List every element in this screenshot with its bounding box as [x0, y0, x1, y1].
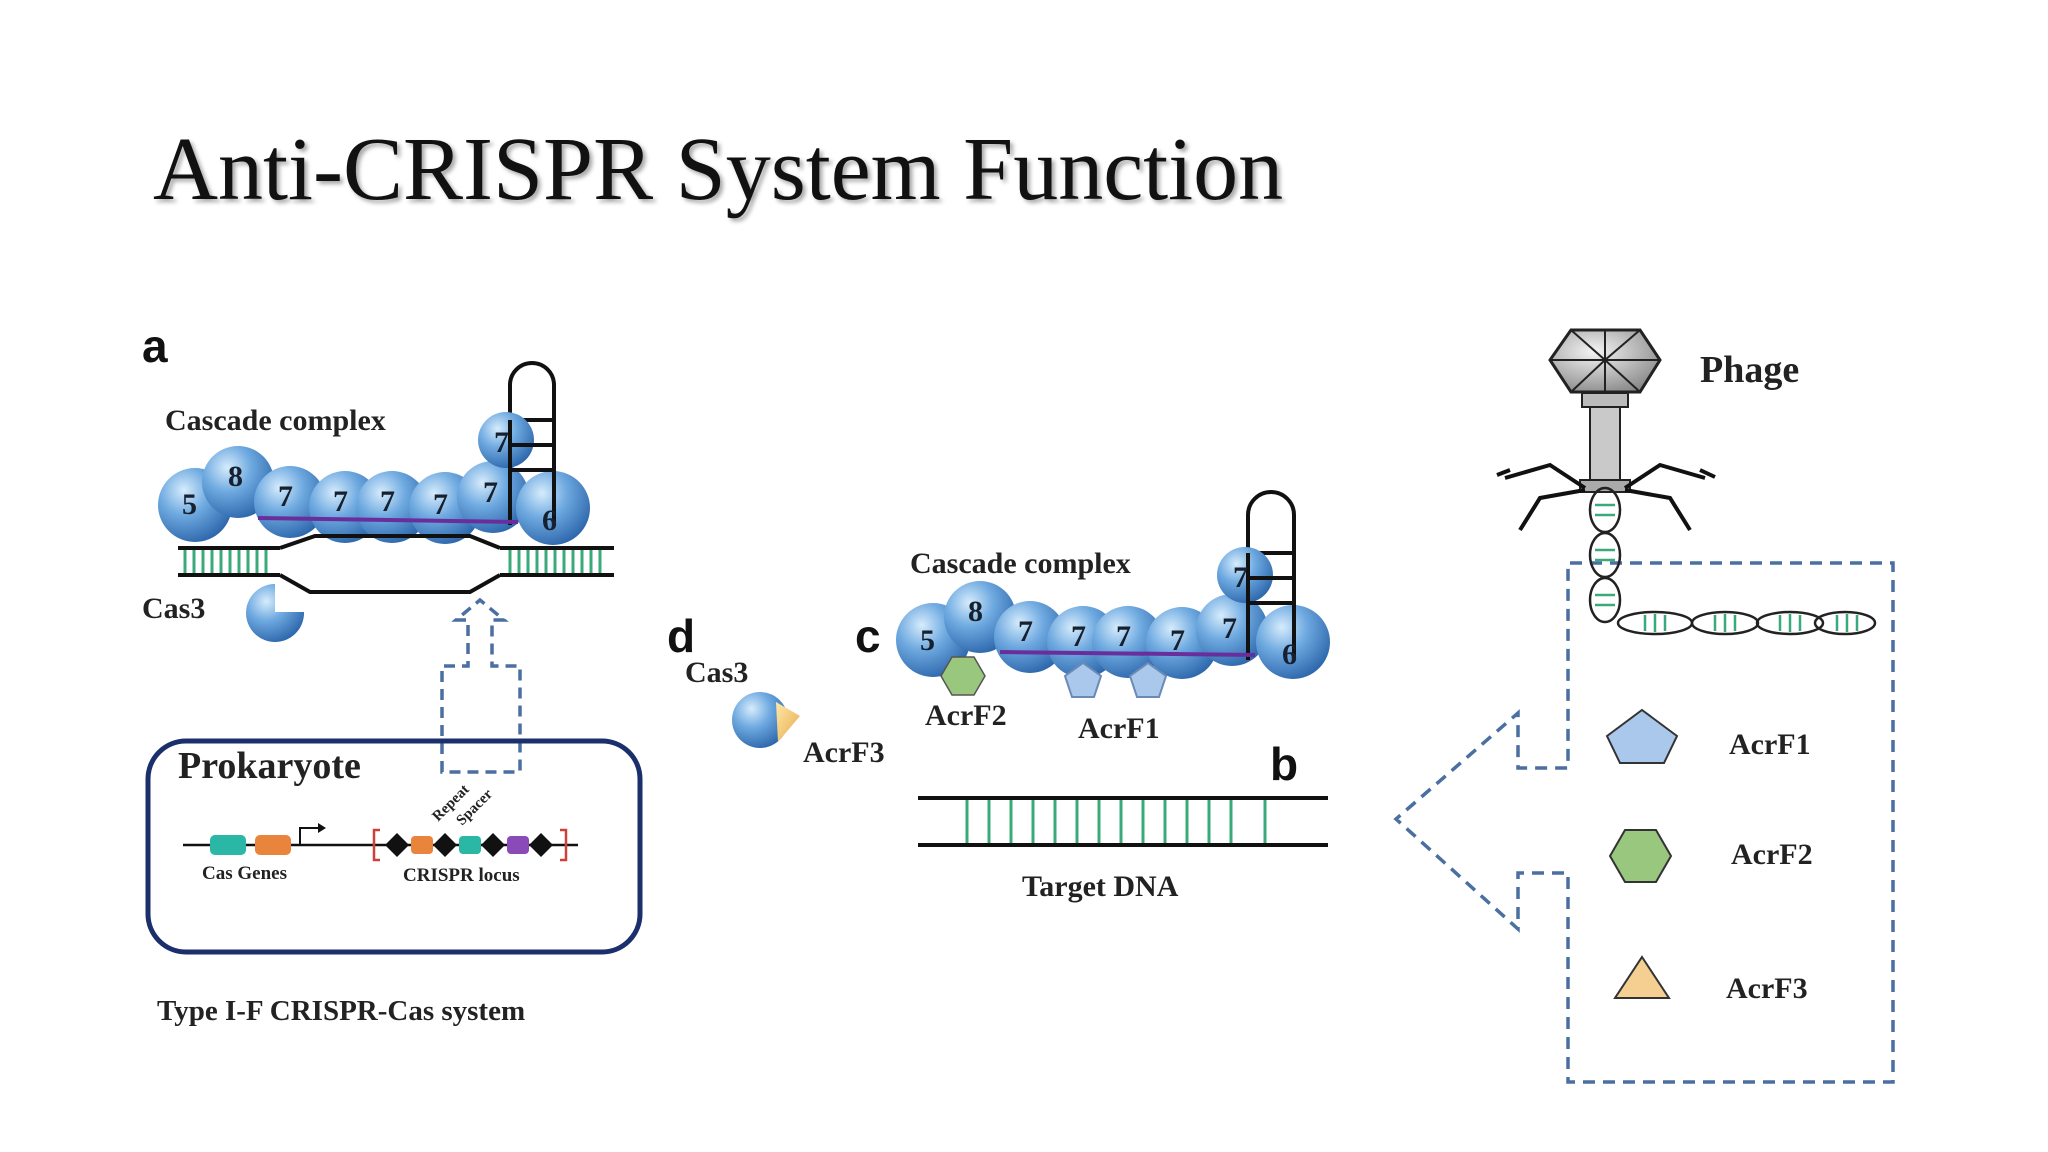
subunit-label: 7 — [1116, 620, 1131, 653]
legend-acrf1: AcrF1 — [1729, 728, 1811, 761]
phage-icon — [1496, 328, 1877, 636]
subunit-label: 7 — [1170, 624, 1185, 657]
subunit-label: 7 — [433, 488, 448, 521]
subunit-label: 8 — [228, 460, 243, 493]
phage-panel: Phage AcrF1 AcrF2 AcrF3 — [1393, 328, 1895, 1084]
repeat-diamond — [385, 833, 409, 857]
subunit-sphere — [1217, 547, 1273, 603]
dna-base-pairs — [965, 800, 1267, 843]
panel-a: a Cascade complex — [142, 320, 643, 1027]
cas3-protein-a — [246, 584, 305, 642]
pentagon-icon — [1605, 708, 1679, 764]
acrf3-label-d: AcrF3 — [803, 736, 885, 769]
subunit-label: 7 — [1233, 561, 1248, 594]
subunit-label: 7 — [483, 476, 498, 509]
subunit-label: 7 — [278, 480, 293, 513]
cas3-protein-d — [732, 692, 788, 748]
acrf2-label-c: AcrF2 — [925, 699, 1007, 732]
subunit-sphere — [1092, 606, 1164, 678]
target-dna-a — [178, 534, 614, 594]
crrna-strand-a — [257, 516, 519, 524]
hexagon-icon — [940, 656, 986, 696]
panel-c: c Cascade complex — [855, 490, 1330, 745]
subunit-label: 8 — [968, 595, 983, 628]
panel-d: d Cas3 AcrF3 — [667, 610, 885, 769]
subunit-sphere — [994, 601, 1066, 673]
crrna-strand-c — [999, 650, 1256, 657]
subunit-label: 7 — [1071, 620, 1086, 653]
cascade-label-c: Cascade complex — [910, 547, 1131, 580]
cas-gene-block — [255, 835, 291, 855]
subunit-label: 7 — [494, 426, 509, 459]
promoter-arrow-icon — [299, 827, 318, 845]
panel-letter-c: c — [855, 610, 881, 662]
panel-letter-d: d — [667, 610, 695, 662]
expression-arrow — [440, 597, 522, 774]
pentagon-icon — [1063, 661, 1103, 698]
panel-b: b Target DNA — [918, 738, 1328, 903]
acr-callout-arrow — [1393, 561, 1895, 1084]
subunit-label: 7 — [333, 485, 348, 518]
hexagon-icon — [1608, 829, 1673, 883]
cas3-label-a: Cas3 — [142, 592, 205, 625]
phage-label: Phage — [1700, 349, 1799, 391]
subunit-label: 5 — [920, 624, 935, 657]
panel-letter-b: b — [1270, 738, 1298, 790]
system-caption: Type I-F CRISPR-Cas system — [157, 995, 525, 1027]
acrf1-label-c: AcrF1 — [1078, 712, 1160, 745]
crispr-locus-diagram: Repeat Spacer Cas Genes CRISPR locus — [183, 782, 578, 886]
subunit-label: 7 — [1018, 615, 1033, 648]
target-dna-label: Target DNA — [1022, 870, 1179, 903]
subunit-label: 5 — [182, 488, 197, 521]
cas-gene-block — [210, 835, 246, 855]
prokaryote-title: Prokaryote — [178, 745, 361, 787]
cas3-label-d: Cas3 — [685, 656, 748, 689]
acrf3-bound — [776, 702, 800, 742]
subunit-sphere — [356, 471, 428, 543]
slide-title: Anti-CRISPR System Function — [153, 120, 1284, 219]
subunit-label: 6 — [1282, 638, 1297, 671]
triangle-icon — [1613, 955, 1671, 999]
cascade-label-a: Cascade complex — [165, 404, 386, 437]
acr-legend: AcrF1 AcrF2 AcrF3 — [1605, 708, 1813, 1005]
crispr-locus-label: CRISPR locus — [403, 865, 520, 886]
legend-acrf3: AcrF3 — [1726, 972, 1808, 1005]
cascade-spheres-c: 5 8 7 7 7 7 7 7 6 — [896, 547, 1330, 679]
repeat-diamond — [433, 833, 457, 857]
pentagon-icon — [1128, 661, 1168, 698]
cas-genes-label: Cas Genes — [202, 863, 287, 884]
subunit-label: 6 — [542, 504, 557, 537]
prokaryote-cell — [145, 738, 643, 955]
cascade-spheres-a: 5 8 7 7 7 7 7 7 6 — [158, 412, 590, 545]
subunit-sphere — [478, 412, 534, 468]
repeat-diamond — [481, 833, 505, 857]
repeat-diamond — [529, 833, 553, 857]
legend-acrf2: AcrF2 — [1731, 838, 1813, 871]
subunit-label: 7 — [380, 485, 395, 518]
subunit-label: 7 — [1222, 612, 1237, 645]
panel-letter-a: a — [142, 320, 168, 372]
